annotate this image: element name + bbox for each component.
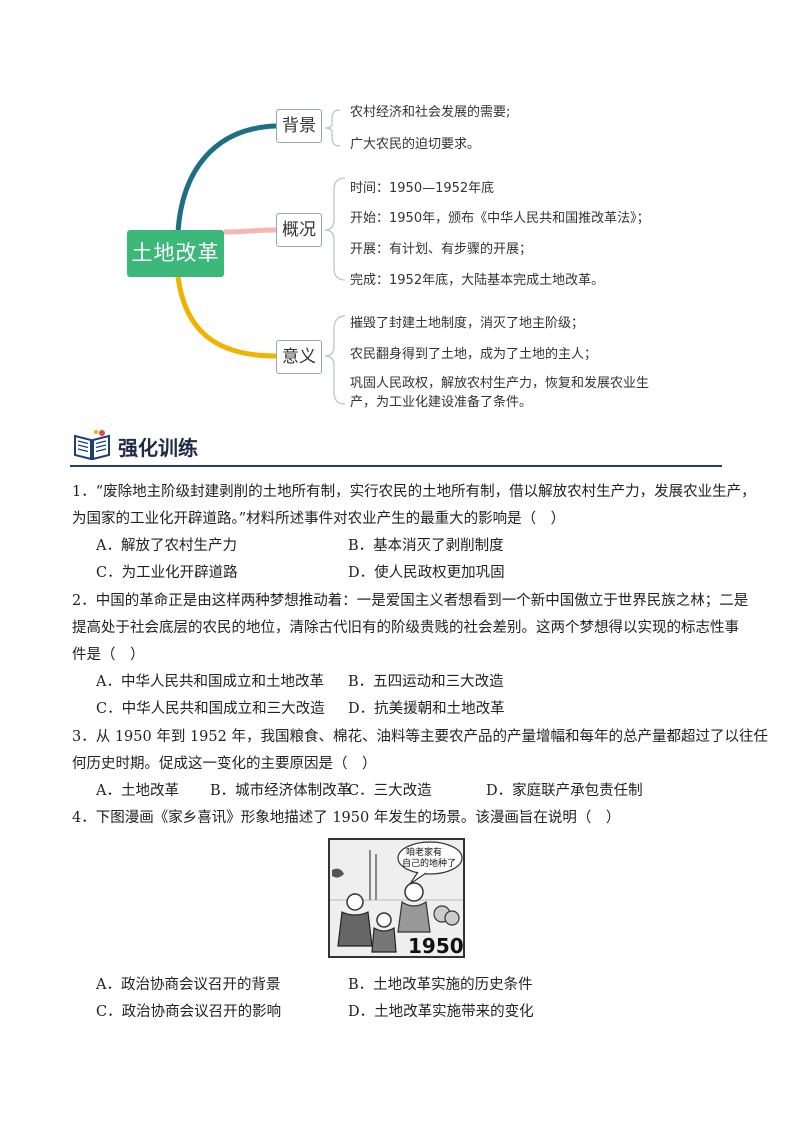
question-1-option-b[interactable]: B．基本消灭了剥削制度 <box>348 538 504 554</box>
question-1-option-c[interactable]: C．为工业化开辟道路 <box>96 565 238 581</box>
leaf-background-2: 广大农民的迫切要求。 <box>350 137 481 152</box>
question-2-option-d[interactable]: D．抗美援朝和土地改革 <box>348 701 505 717</box>
leaf-significance-4: 产，为工业化建设准备了条件。 <box>350 395 533 410</box>
leaf-significance-3: 巩固人民政权，解放农村生产力，恢复和发展农业生 <box>350 376 650 391</box>
question-3-option-d[interactable]: D．家庭联产承包责任制 <box>486 783 643 799</box>
brace-significance <box>324 315 346 405</box>
question-1-option-a[interactable]: A．解放了农村生产力 <box>96 538 237 554</box>
question-1-line-1: 1．“废除地主阶级封建剥削的土地所有制，实行农民的土地所有制，借以解放农村生产力… <box>72 484 756 500</box>
cartoon-image: 咱老家有 自己的地种了 1950 <box>328 838 465 958</box>
question-2-option-c[interactable]: C．中华人民共和国成立和三大改造 <box>96 701 325 717</box>
leaf-overview-1: 时间：1950—1952年底 <box>350 181 495 196</box>
leaf-significance-2: 农民翻身得到了土地，成为了土地的主人； <box>350 347 598 362</box>
leaf-significance-1: 摧毁了封建土地制度，消灭了地主阶级； <box>350 316 585 331</box>
question-4-option-c[interactable]: C．政治协商会议召开的影响 <box>96 1004 282 1020</box>
question-4-option-a[interactable]: A．政治协商会议召开的背景 <box>96 977 281 993</box>
question-3-line-1: 3．从 1950 年到 1952 年，我国粮食、棉花、油料等主要农产品的产量增幅… <box>72 729 768 745</box>
question-2-line-1: 2．中国的革命正是由这样两种梦想推动着：一是爱国主义者想看到一个新中国傲立于世界… <box>72 593 749 609</box>
question-1-line-2: 为国家的工业化开辟道路。”材料所述事件对农业产生的最重大的影响是（ ） <box>72 511 566 527</box>
cartoon-speech-line-2: 自己的地种了 <box>402 859 457 869</box>
connector-significance <box>175 276 277 359</box>
leaf-overview-3: 开展：有计划、有步骤的开展； <box>350 242 533 257</box>
leaf-overview-2: 开始：1950年，颁布《中华人民共和国推改革法》； <box>350 211 650 226</box>
question-2-option-a[interactable]: A．中华人民共和国成立和土地改革 <box>96 674 324 690</box>
brace-overview <box>324 177 346 281</box>
brace-background <box>324 109 341 147</box>
question-2-line-2: 提高处于社会底层的农民的地位，清除古代旧有的阶级贵贱的社会差别。这两个梦想得以实… <box>72 620 739 636</box>
question-3-option-c[interactable]: C．三大改造 <box>348 783 432 799</box>
question-2-line-3: 件是（ ） <box>72 647 145 663</box>
connector-overview <box>223 227 277 235</box>
mindmap-connectors <box>175 109 346 405</box>
branch-significance: 意义 <box>276 340 322 374</box>
question-4-line-1: 4．下图漫画《家乡喜讯》形象地描述了 1950 年发生的场景。该漫画旨在说明（ … <box>72 810 621 826</box>
leaf-overview-4: 完成：1952年底，大陆基本完成土地改革。 <box>350 273 605 288</box>
branch-background: 背景 <box>276 109 322 143</box>
question-3-line-2: 何历史时期。促成这一变化的主要原因是（ ） <box>72 756 377 772</box>
question-3-option-a[interactable]: A．土地改革 <box>96 783 179 799</box>
question-4-option-d[interactable]: D．土地改革实施带来的变化 <box>348 1004 534 1020</box>
question-2-option-b[interactable]: B．五四运动和三大改造 <box>348 674 504 690</box>
question-3-option-b[interactable]: B．城市经济体制改革 <box>210 783 352 799</box>
question-1-option-d[interactable]: D．使人民政权更加巩固 <box>348 565 505 581</box>
question-4-option-b[interactable]: B．土地改革实施的历史条件 <box>348 977 533 993</box>
section-title: 强化训练 <box>118 436 198 460</box>
cartoon-speech-line-1: 咱老家有 <box>406 848 443 858</box>
cartoon-year: 1950 <box>408 934 464 958</box>
cartoon-drawing <box>330 840 463 956</box>
connector-background <box>175 123 277 233</box>
book-icon <box>74 430 110 461</box>
branch-overview: 概况 <box>276 213 322 247</box>
mindmap-center-node: 土地改革 <box>127 230 224 277</box>
section-divider <box>70 465 722 467</box>
leaf-background-1: 农村经济和社会发展的需要; <box>350 105 511 120</box>
